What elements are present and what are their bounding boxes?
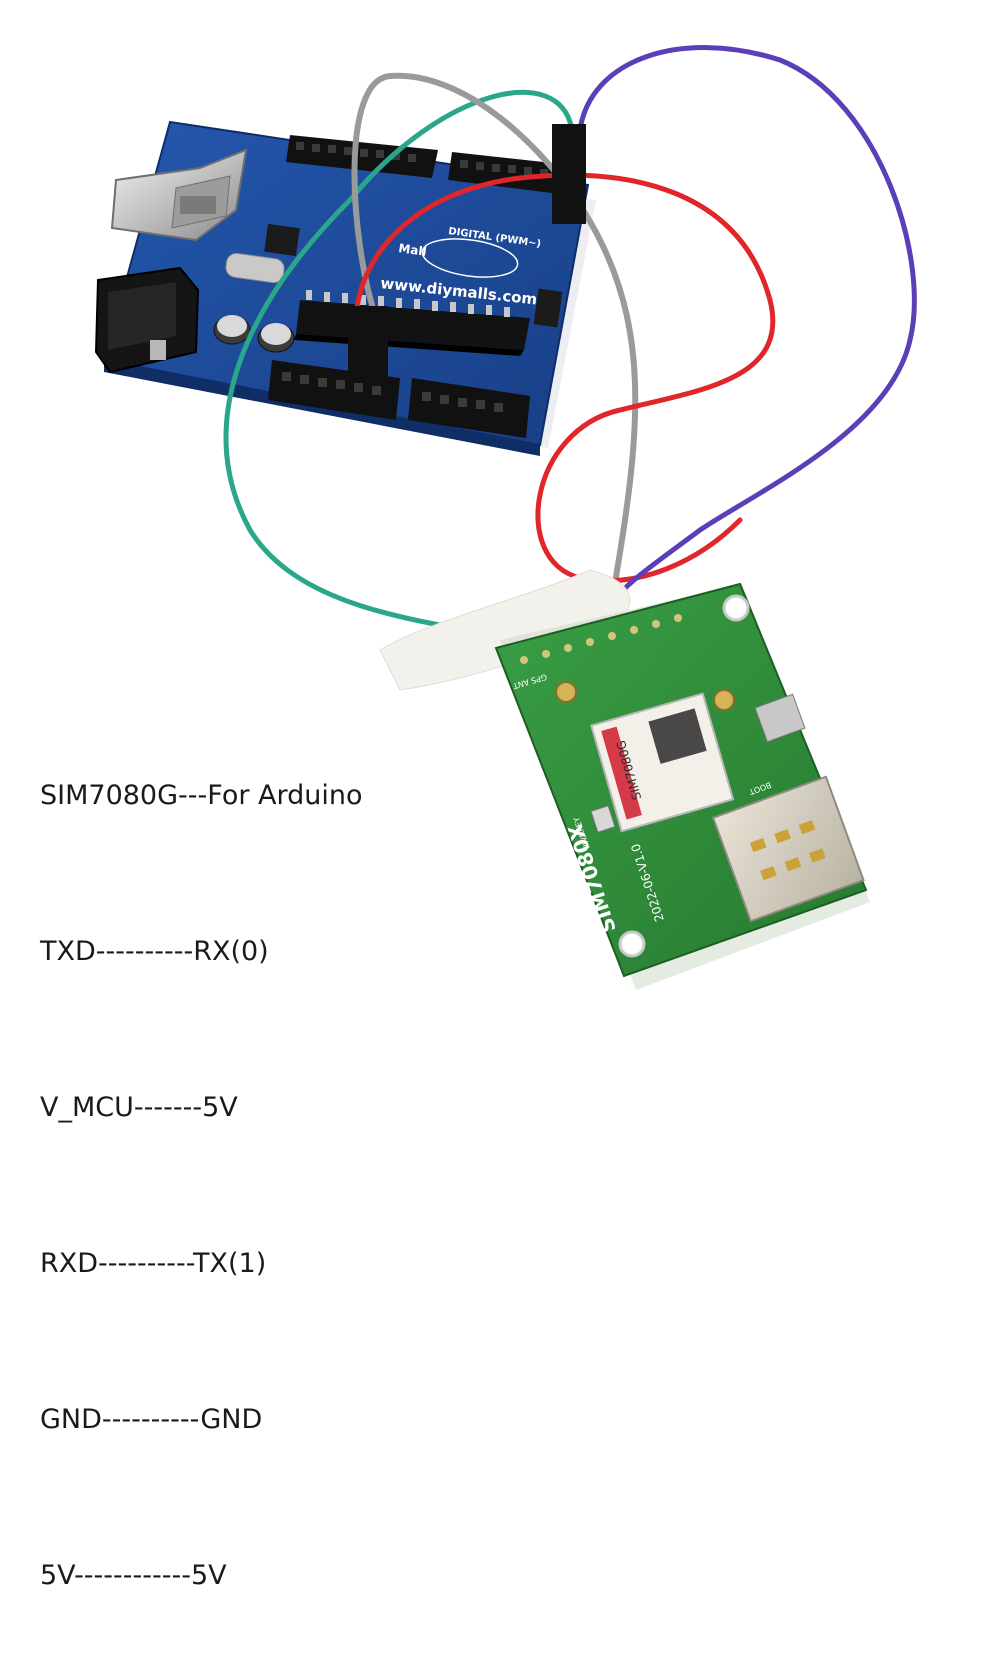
lte-antenna-connector: [713, 689, 735, 711]
icsp-header: [533, 288, 563, 328]
legend-line-vmcu: V_MCU-------5V: [40, 1092, 238, 1123]
pwrkey-button: [590, 805, 616, 833]
micro-usb-port: [754, 693, 806, 743]
grey-wire: [351, 72, 639, 603]
wiring-legend: SIM7080G---For Arduino TXD----------RX(0…: [40, 666, 363, 1654]
power-analog-header: [268, 360, 530, 438]
legend-line-txd: TXD----------RX(0): [40, 936, 269, 967]
crystal: [225, 252, 285, 284]
green-wire: [223, 89, 575, 643]
jumper-wires: [223, 45, 917, 643]
power-jack: [94, 266, 200, 374]
legend-line-gnd: GND----------GND: [40, 1404, 263, 1435]
arduino-board: www.diymalls.com DIGITAL (PWM~) Mall: [94, 120, 596, 456]
sim-card-holder: [711, 775, 865, 923]
capacitors: [213, 315, 295, 353]
legend-title: SIM7080G---For Arduino: [40, 780, 363, 811]
usb-connector: [110, 148, 248, 242]
arduino-brand-label: Mall: [398, 241, 428, 259]
purple-wire: [577, 45, 917, 603]
legend-line-5v: 5V------------5V: [40, 1560, 227, 1591]
digital-header-left: [286, 135, 438, 178]
cable-wrap: [379, 569, 631, 691]
legend-line-rxd: RXD----------TX(1): [40, 1248, 267, 1279]
dupont-connector: [552, 124, 586, 224]
sim7080g-chip: SIM7080G: [590, 692, 735, 833]
sim7080-module: SIM7080G SIM7080X 2022-06-V1.0 PWRKEY BO…: [494, 582, 870, 990]
usb-chip: [264, 223, 300, 257]
photo-scene: www.diymalls.com DIGITAL (PWM~) Mall: [94, 45, 917, 990]
gps-antenna-connector: [555, 681, 577, 703]
